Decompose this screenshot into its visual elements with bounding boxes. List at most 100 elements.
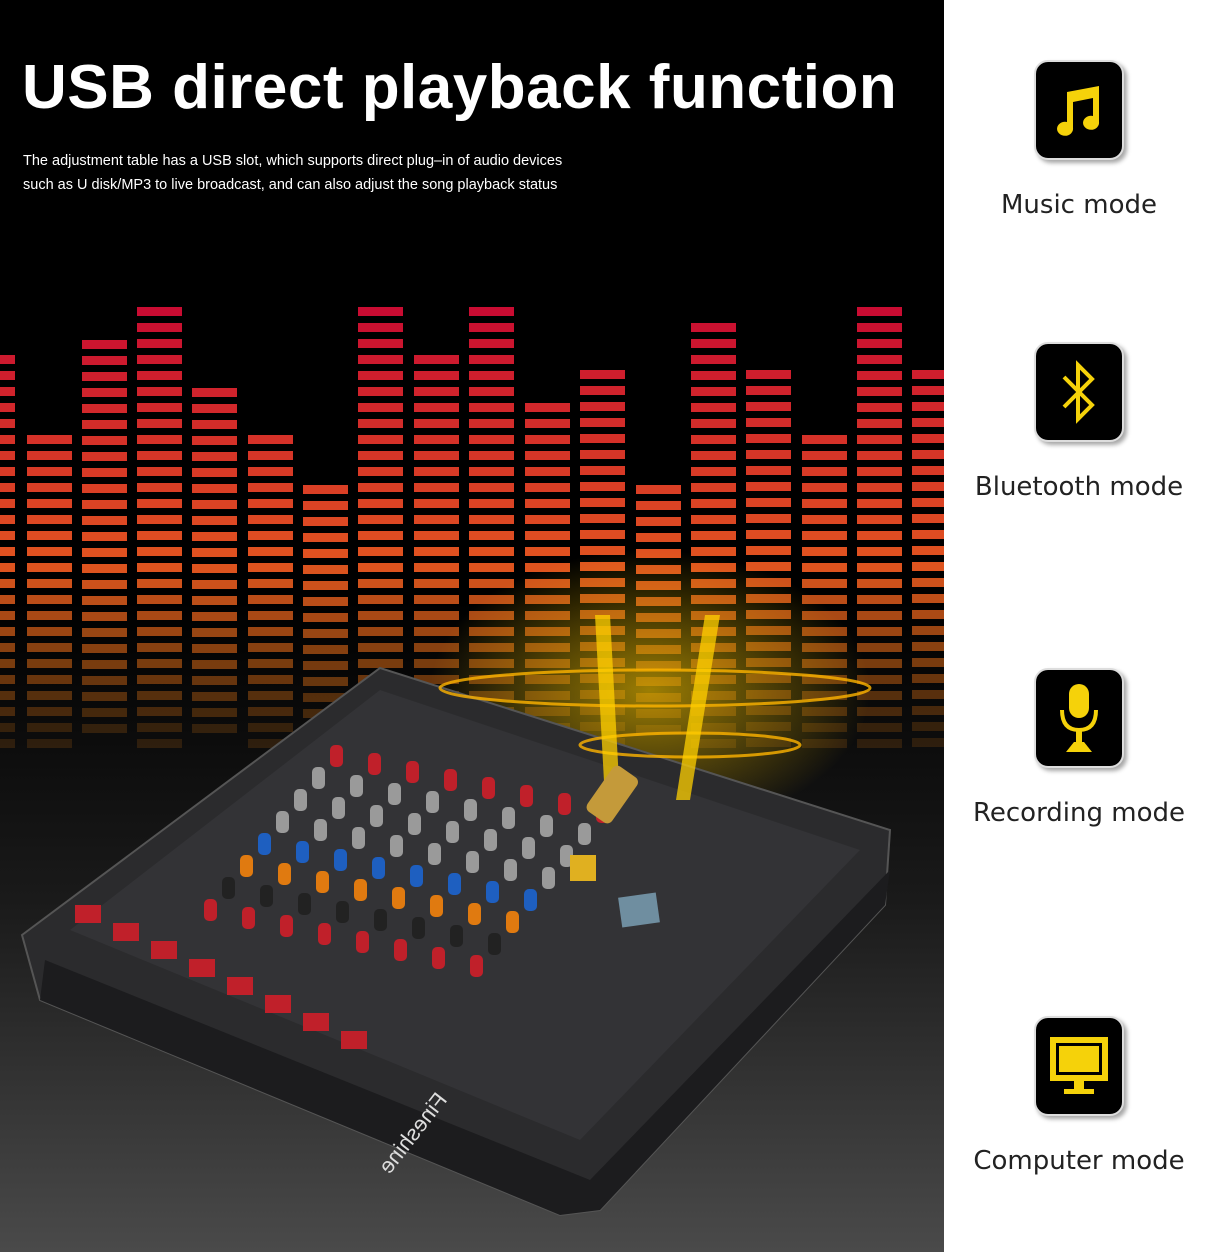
equalizer-segment [82, 388, 127, 397]
equalizer-segment [137, 627, 182, 636]
equalizer-segment [192, 660, 237, 669]
equalizer-segment [82, 548, 127, 557]
equalizer-segment [746, 530, 791, 539]
mixer-knob [352, 827, 365, 849]
equalizer-segment [192, 516, 237, 525]
mixer-knob [406, 761, 419, 783]
equalizer-segment [857, 339, 902, 348]
mode-recording: Recording mode [944, 668, 1214, 828]
equalizer-segment [82, 628, 127, 637]
equalizer-segment [912, 386, 944, 395]
equalizer-segment [525, 531, 570, 540]
description-line: The adjustment table has a USB slot, whi… [23, 153, 563, 169]
equalizer-segment [303, 613, 348, 622]
mixer-knob [276, 811, 289, 833]
equalizer-segment [691, 403, 736, 412]
equalizer-segment [192, 452, 237, 461]
equalizer-segment [303, 581, 348, 590]
mixer-fader [265, 995, 291, 1013]
equalizer-segment [303, 629, 348, 638]
equalizer-segment [27, 691, 72, 700]
equalizer-segment [358, 515, 403, 524]
equalizer-segment [691, 483, 736, 492]
equalizer-segment [358, 531, 403, 540]
audio-mixer-image: Fineshine [20, 550, 892, 1217]
equalizer-segment [912, 562, 944, 571]
equalizer-segment [27, 659, 72, 668]
equalizer-segment [802, 451, 847, 460]
equalizer-segment [0, 595, 15, 604]
equalizer-segment [414, 515, 459, 524]
equalizer-segment [636, 485, 681, 494]
equalizer-segment [303, 533, 348, 542]
equalizer-segment [746, 370, 791, 379]
equalizer-segment [580, 498, 625, 507]
equalizer-segment [691, 355, 736, 364]
equalizer-segment [746, 514, 791, 523]
equalizer-segment [857, 547, 902, 556]
equalizer-segment [248, 611, 293, 620]
equalizer-segment [0, 627, 15, 636]
modes-panel: Music mode Bluetooth mode Recording mode… [944, 0, 1214, 1252]
mixer-knob [370, 805, 383, 827]
equalizer-segment [0, 499, 15, 508]
mixer-knob [280, 915, 293, 937]
equalizer-segment [192, 548, 237, 557]
equalizer-segment [857, 563, 902, 572]
equalizer-segment [414, 563, 459, 572]
equalizer-segment [137, 707, 182, 716]
equalizer-segment [802, 531, 847, 540]
equalizer-segment [469, 483, 514, 492]
equalizer-segment [82, 372, 127, 381]
equalizer-segment [27, 547, 72, 556]
mixer-knob [540, 815, 553, 837]
equalizer-segment [580, 482, 625, 491]
mixer-knob [448, 873, 461, 895]
equalizer-segment [0, 579, 15, 588]
equalizer-segment [248, 595, 293, 604]
mode-music: Music mode [944, 60, 1214, 220]
equalizer-segment [82, 596, 127, 605]
equalizer-segment [857, 659, 902, 668]
mixer-knob [502, 807, 515, 829]
mixer-knob [488, 933, 501, 955]
equalizer-segment [137, 579, 182, 588]
equalizer-segment [857, 739, 902, 748]
equalizer-segment [857, 355, 902, 364]
equalizer-segment [691, 323, 736, 332]
equalizer-segment [912, 610, 944, 619]
equalizer-segment [82, 340, 127, 349]
equalizer-segment [912, 434, 944, 443]
mixer-knob [278, 863, 291, 885]
equalizer-segment [802, 595, 847, 604]
equalizer-segment [248, 531, 293, 540]
equalizer-segment [82, 484, 127, 493]
equalizer-segment [358, 339, 403, 348]
mixer-knob [504, 859, 517, 881]
equalizer-segment [192, 596, 237, 605]
equalizer-segment [857, 371, 902, 380]
description-line: such as U disk/MP3 to live broadcast, an… [23, 177, 558, 193]
mixer-knob [560, 845, 573, 867]
mixer-knob [356, 931, 369, 953]
equalizer-segment [912, 722, 944, 731]
equalizer-segment [857, 435, 902, 444]
equalizer-segment [469, 323, 514, 332]
equalizer-segment [636, 501, 681, 510]
equalizer-segment [525, 515, 570, 524]
equalizer-segment [0, 371, 15, 380]
mixer-knob [334, 849, 347, 871]
equalizer-segment [0, 355, 15, 364]
equalizer-segment [469, 435, 514, 444]
equalizer-segment [358, 323, 403, 332]
equalizer-segment [248, 547, 293, 556]
equalizer-segment [580, 450, 625, 459]
mixer-knob [432, 947, 445, 969]
equalizer-segment [82, 612, 127, 621]
equalizer-segment [137, 419, 182, 428]
equalizer-segment [414, 531, 459, 540]
mixer-knob [468, 903, 481, 925]
equalizer-segment [0, 467, 15, 476]
equalizer-segment [27, 643, 72, 652]
mixer-knob [314, 819, 327, 841]
